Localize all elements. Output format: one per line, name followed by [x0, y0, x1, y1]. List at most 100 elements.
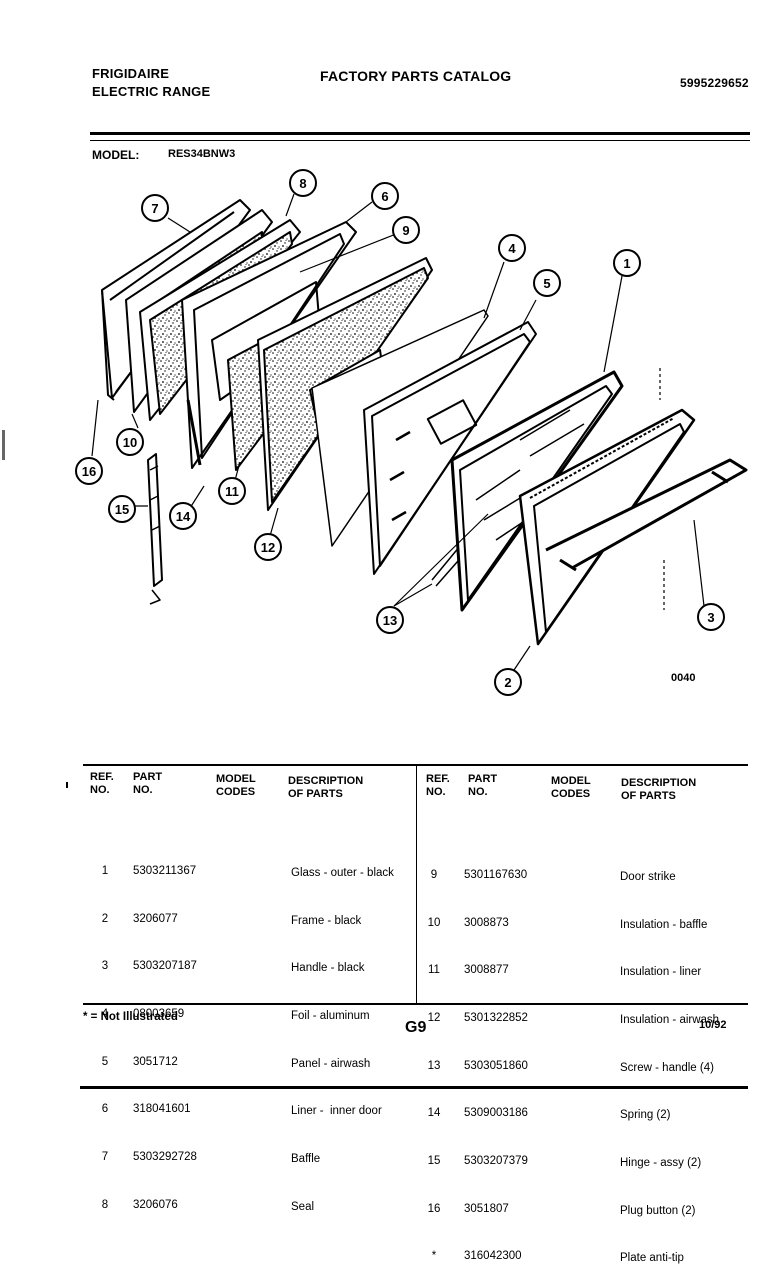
svg-text:2: 2 — [504, 675, 511, 690]
left-part-column: 5303211367 3206077 5303207187 08003659 3… — [133, 832, 197, 1230]
table-row-ref: 3 — [101, 960, 109, 973]
table-row-ref: 16 — [427, 1202, 441, 1215]
table-row-part: 5309003186 — [464, 1107, 528, 1120]
table-row-part: 5303207379 — [464, 1155, 528, 1168]
table-row-ref: 12 — [427, 1011, 441, 1024]
callout-9: 9 — [392, 216, 420, 244]
svg-text:8: 8 — [299, 176, 306, 191]
callout-15: 15 — [108, 495, 136, 523]
table-row-part: 3206077 — [133, 912, 178, 925]
revision-date: 10/92 — [699, 1019, 727, 1031]
table-row-desc: Glass - outer - black — [291, 866, 394, 879]
table-row-part: 5301167630 — [464, 868, 528, 881]
table-row-part: 5303051860 — [464, 1059, 528, 1072]
svg-text:9: 9 — [402, 223, 409, 238]
svg-text:12: 12 — [261, 540, 275, 555]
callout-3: 3 — [697, 603, 725, 631]
table-row-part: 3206076 — [133, 1198, 178, 1211]
table-row-ref: 1 — [101, 864, 109, 877]
callout-4: 4 — [498, 234, 526, 262]
table-row-part: 318041601 — [133, 1103, 191, 1116]
header-ref-no-right: REF.NO. — [426, 773, 450, 798]
table-row-part: 3051712 — [133, 1055, 178, 1068]
callout-13: 13 — [376, 606, 404, 634]
table-row-desc: Liner - inner door — [291, 1105, 382, 1118]
table-row-desc: Screw - handle (4) — [620, 1061, 714, 1074]
right-ref-column: 9 10 11 12 13 14 15 16 * — [424, 836, 444, 1281]
callout-6: 6 — [371, 182, 399, 210]
svg-text:13: 13 — [383, 613, 397, 628]
publication-number: 5995229652 — [680, 76, 749, 90]
svg-text:16: 16 — [82, 464, 96, 479]
svg-text:14: 14 — [176, 509, 191, 524]
table-row-ref: 6 — [101, 1103, 109, 1116]
table-top-rule — [83, 764, 748, 766]
part-hinge — [147, 453, 163, 605]
svg-text:10: 10 — [123, 435, 137, 450]
table-row-desc: Seal — [291, 1200, 315, 1213]
not-illustrated-note: * = Not Illustrated — [83, 1011, 178, 1023]
right-desc-column: Door strike Insulation - baffle Insulati… — [620, 838, 719, 1283]
callout-10: 10 — [116, 428, 144, 456]
svg-text:4: 4 — [508, 241, 516, 256]
table-row-part: 08003659 — [133, 1007, 185, 1020]
scan-mark — [66, 782, 68, 788]
page-number: G9 — [405, 1019, 427, 1036]
callout-5: 5 — [533, 269, 561, 297]
table-row-desc: Frame - black — [291, 914, 362, 927]
table-row-desc: Foil - aluminum — [291, 1009, 370, 1022]
model-label: MODEL: — [92, 148, 140, 162]
part-airwash-panel — [363, 321, 537, 575]
table-row-part: 316042300 — [464, 1250, 522, 1263]
table-column-divider — [416, 766, 417, 1003]
table-row-desc: Insulation - baffle — [620, 918, 708, 931]
callout-8: 8 — [289, 169, 317, 197]
catalog-title: FACTORY PARTS CATALOG — [320, 68, 512, 84]
callout-2: 2 — [494, 668, 522, 696]
callout-1: 1 — [613, 249, 641, 277]
exploded-door-diagram: 7 8 6 9 4 5 1 10 16 11 15 14 12 3 13 2 — [75, 169, 748, 696]
table-row-desc: Baffle — [291, 1153, 321, 1166]
table-row-desc: Panel - airwash — [291, 1057, 371, 1070]
header-ref-no-left: REF.NO. — [90, 771, 114, 796]
table-row-desc: Insulation - airwash — [620, 1013, 720, 1026]
callout-14: 14 — [169, 502, 197, 530]
table-row-part: 3051807 — [464, 1202, 509, 1215]
table-row-ref: 8 — [101, 1198, 109, 1211]
callout-12: 12 — [254, 533, 282, 561]
table-row-desc: Plate anti-tip — [620, 1252, 684, 1265]
right-part-column: 5301167630 3008873 3008877 5301322852 53… — [464, 836, 528, 1281]
table-row-ref: 2 — [101, 912, 109, 925]
table-row-desc: Insulation - liner — [620, 966, 702, 979]
left-ref-column: 1 2 3 4 5 6 7 8 — [100, 832, 110, 1230]
table-bottom-rule — [83, 1003, 748, 1005]
table-row-desc: Handle - black — [291, 962, 365, 975]
table-row-ref: 4 — [101, 1007, 109, 1020]
figure-code: 0040 — [671, 672, 696, 684]
table-row-ref: 10 — [427, 916, 441, 929]
table-row-ref: 13 — [427, 1059, 441, 1072]
table-row-part: 5303292728 — [133, 1151, 197, 1164]
table-row-part: 5303211367 — [133, 864, 197, 877]
svg-text:15: 15 — [115, 502, 129, 517]
table-row-part: 3008873 — [464, 916, 509, 929]
table-row-desc: Plug button (2) — [620, 1204, 696, 1217]
table-row-part: 5303207187 — [133, 960, 197, 973]
table-row-ref: 15 — [427, 1155, 441, 1168]
model-number: RES34BNW3 — [168, 148, 236, 160]
callout-11: 11 — [218, 477, 246, 505]
table-row-part: 3008877 — [464, 964, 509, 977]
table-row-part: 5301322852 — [464, 1011, 528, 1024]
table-row-ref: 11 — [428, 964, 440, 977]
brand-name: FRIGIDAIRE — [92, 66, 170, 81]
header-rule-thick — [90, 132, 750, 135]
table-row-ref: 9 — [430, 868, 438, 881]
table-row-desc: Door strike — [620, 870, 676, 883]
svg-text:1: 1 — [623, 256, 630, 271]
svg-text:3: 3 — [707, 610, 714, 625]
